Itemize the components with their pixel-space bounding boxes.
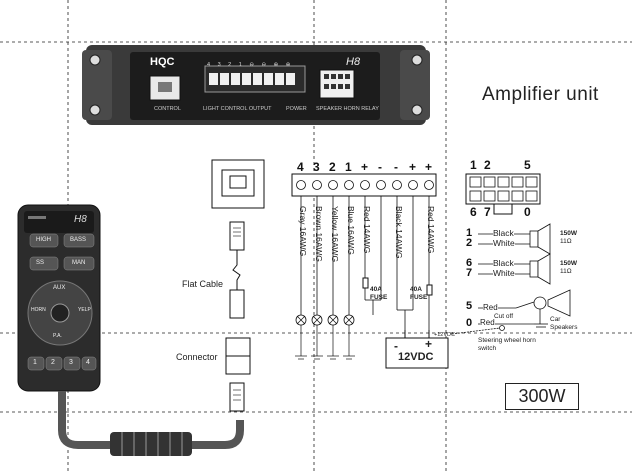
light-output-label: LIGHT CONTROL OUTPUT bbox=[203, 106, 272, 112]
terminal-pin: 1 bbox=[345, 160, 352, 174]
speaker-pin: 6 bbox=[466, 257, 473, 269]
wire-label-gray: Gray 16AWG bbox=[298, 206, 308, 257]
battery-label: 12VDC bbox=[398, 351, 434, 363]
speaker-wire-color: White bbox=[493, 238, 515, 248]
connector-pin: 1 bbox=[470, 158, 477, 172]
horn-wire-color: Red bbox=[483, 303, 498, 312]
car-speakers-label: Car Speakers bbox=[550, 316, 578, 331]
connector-pin: 5 bbox=[524, 158, 531, 172]
control-port-icon bbox=[149, 75, 181, 101]
speaker-spec: 150W bbox=[560, 260, 577, 267]
terminal-pin: + bbox=[361, 160, 369, 174]
speaker-pin: 1 bbox=[466, 227, 473, 239]
power-terminal-block bbox=[291, 173, 449, 369]
battery-minus: - bbox=[394, 339, 398, 353]
pin-digits: 4 3 2 1 ⊖ ⊖ ⊕ ⊕ bbox=[207, 62, 294, 68]
wire-label-blue: Blue 16AWG bbox=[346, 206, 356, 255]
terminal-pin: - bbox=[394, 160, 398, 174]
remote-key-1[interactable]: 1 bbox=[33, 359, 37, 366]
wire-label-red: Red 14AWG bbox=[362, 206, 372, 254]
terminal-blocks-icon bbox=[209, 73, 295, 85]
power-rating-badge: 300W bbox=[505, 383, 579, 410]
remote-model: H8 bbox=[74, 214, 87, 225]
battery-icon bbox=[385, 337, 449, 369]
remote-knob-bottom[interactable]: P.A. bbox=[53, 333, 62, 339]
cutoff-label: Cut off bbox=[494, 313, 514, 320]
battery-plus: + bbox=[425, 337, 433, 351]
remote-button-high[interactable]: HIGH bbox=[36, 237, 51, 243]
horn-pin: 0 bbox=[466, 317, 473, 329]
wire-label-brown: Brown 16AWG bbox=[314, 206, 324, 262]
speaker-ohm: 11Ω bbox=[560, 238, 572, 245]
fuse1-label: 40A FUSE bbox=[370, 286, 388, 301]
fuse-icon bbox=[426, 284, 433, 296]
wire-label-red-2: Red 14AWG bbox=[426, 206, 436, 254]
terminal-pin: - bbox=[378, 160, 382, 174]
fuse-icon bbox=[362, 277, 369, 289]
amplifier-title: Amplifier unit bbox=[482, 84, 599, 105]
connector-pin: 2 bbox=[484, 158, 491, 172]
remote-button-ss[interactable]: SS bbox=[36, 260, 45, 266]
control-label: CONTROL bbox=[154, 106, 181, 112]
plus12-label: +12VDC bbox=[434, 332, 455, 338]
connector-pin: 0 bbox=[524, 205, 531, 219]
wire-label-black: Black 14AWG bbox=[394, 206, 404, 259]
remote-button-man[interactable]: MAN bbox=[72, 260, 86, 266]
power-label: POWER bbox=[286, 106, 307, 112]
remote-key-3[interactable]: 3 bbox=[69, 359, 73, 366]
remote-key-4[interactable]: 4 bbox=[86, 359, 90, 366]
remote-button-bass[interactable]: BASS bbox=[70, 237, 87, 243]
horn-pin: 5 bbox=[466, 300, 473, 312]
remote-cable bbox=[58, 391, 244, 456]
brand-logo: HQC bbox=[150, 56, 175, 68]
speaker-wiring bbox=[451, 223, 571, 335]
terminal-pin: + bbox=[409, 160, 417, 174]
model-label: H8 bbox=[346, 56, 361, 68]
remote-knob-left[interactable]: HORN bbox=[31, 307, 46, 313]
terminal-pin: 4 bbox=[297, 160, 304, 174]
remote-aux[interactable]: AUX bbox=[53, 285, 66, 291]
speaker-ohm: 11Ω bbox=[560, 268, 572, 275]
connector-pin: 6 bbox=[470, 205, 477, 219]
speaker-wire-color: Black bbox=[493, 258, 514, 268]
remote-controller bbox=[17, 204, 101, 392]
remote-knob-right[interactable]: YELP bbox=[78, 307, 91, 313]
flat-cable-label: Flat Cable bbox=[182, 279, 224, 289]
speaker-wire-color: Black bbox=[493, 228, 514, 238]
amplifier-unit bbox=[82, 45, 430, 125]
terminal-pin: 3 bbox=[313, 160, 320, 174]
rj-connector-chain bbox=[211, 159, 265, 412]
horn-wire-color: Red bbox=[480, 318, 495, 327]
speaker-connector-icon bbox=[465, 173, 541, 215]
terminal-pin: 2 bbox=[329, 160, 336, 174]
connector-pin: 7 bbox=[484, 205, 491, 219]
speaker-spec: 150W bbox=[560, 230, 577, 237]
connector-label: Connector bbox=[176, 352, 218, 362]
steering-switch-label: Steering wheel horn switch bbox=[478, 337, 536, 352]
wire-label-yellow: Yellow 16AWG bbox=[330, 206, 340, 263]
remote-key-2[interactable]: 2 bbox=[51, 359, 55, 366]
fuse2-label: 40A FUSE bbox=[410, 286, 428, 301]
terminal-pin: + bbox=[425, 160, 433, 174]
speaker-pin: 2 bbox=[466, 237, 473, 249]
speaker-pin: 7 bbox=[466, 267, 473, 279]
speaker-wire-color: White bbox=[493, 268, 515, 278]
speaker-horn-label: SPEAKER HORN RELAY bbox=[316, 106, 379, 112]
